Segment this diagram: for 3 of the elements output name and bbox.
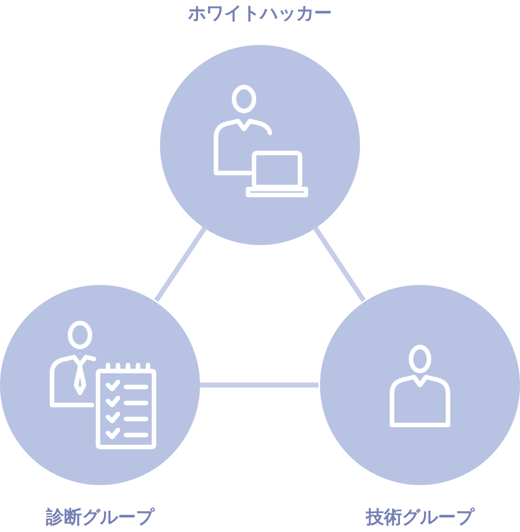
- node-label: 診断グループ: [44, 506, 156, 530]
- node-label: ホワイトハッカー: [187, 2, 333, 26]
- node-label: 技術グループ: [364, 506, 476, 530]
